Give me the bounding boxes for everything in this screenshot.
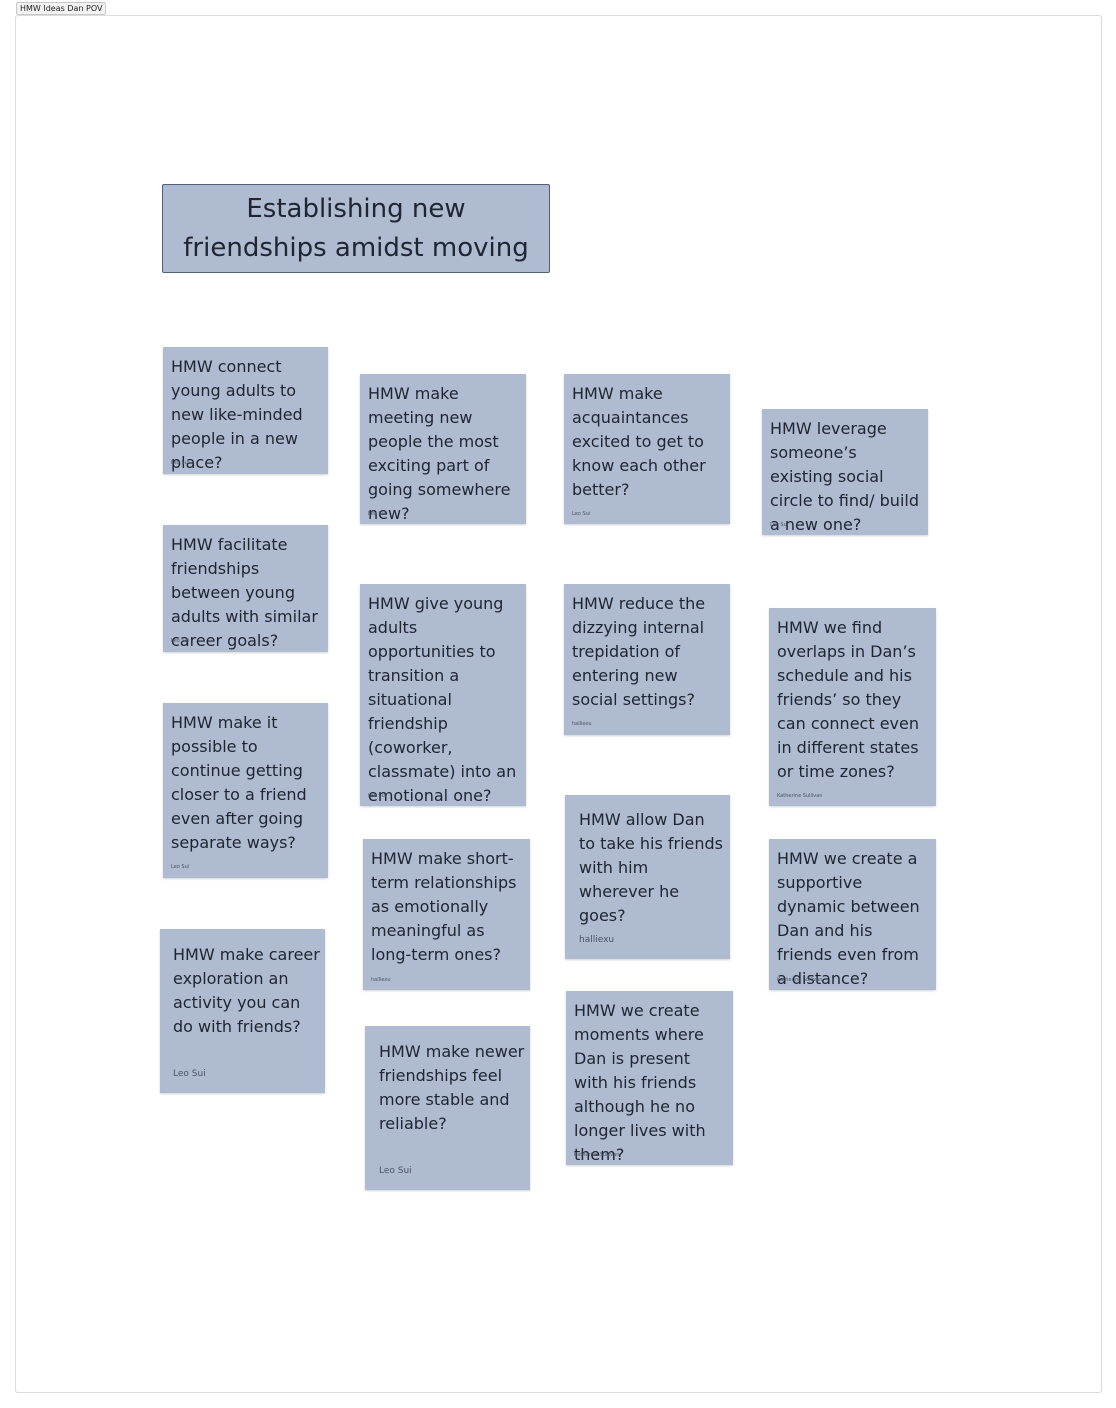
sticky-note[interactable]: HMW make newer friendships feel more sta… — [365, 1026, 530, 1190]
note-author: halliexu — [572, 721, 592, 727]
sticky-note[interactable]: HMW we create moments where Dan is prese… — [566, 991, 733, 1165]
sticky-note[interactable]: HMW connect young adults to new like-min… — [163, 347, 328, 474]
sticky-note[interactable]: HMW make short-term relationships as emo… — [363, 839, 530, 990]
note-text: HMW make it possible to continue getting… — [171, 713, 307, 852]
note-text: HMW make short-term relationships as emo… — [371, 849, 517, 964]
note-author: Leo Sui — [171, 460, 190, 466]
note-author: Leo Sui — [368, 793, 387, 799]
note-text: HMW we create a supportive dynamic betwe… — [777, 849, 920, 988]
note-author: Leo Sui — [368, 511, 387, 517]
sticky-note[interactable]: HMW leverage someone’s existing social c… — [762, 409, 928, 535]
sticky-note[interactable]: HMW make acquaintances excited to get to… — [564, 374, 730, 524]
frame-label[interactable]: HMW Ideas Dan POV — [16, 2, 107, 15]
sticky-note[interactable]: HMW we create a supportive dynamic betwe… — [769, 839, 936, 990]
note-text: HMW we find overlaps in Dan’s schedule a… — [777, 618, 919, 781]
note-author: Katherine Sullivan — [777, 977, 823, 983]
note-text: HMW make meeting new people the most exc… — [368, 384, 511, 523]
sticky-note[interactable]: HMW make career exploration an activity … — [160, 929, 325, 1093]
sticky-note[interactable]: HMW make meeting new people the most exc… — [360, 374, 526, 524]
note-text: HMW facilitate friendships between young… — [171, 535, 318, 650]
sticky-note[interactable]: HMW allow Dan to take his friends with h… — [565, 795, 730, 959]
note-author: halliexu — [371, 977, 391, 983]
header-note[interactable]: Establishing new friendships amidst movi… — [162, 184, 550, 273]
sticky-note[interactable]: HMW we find overlaps in Dan’s schedule a… — [769, 608, 936, 806]
note-author: Leo Sui — [173, 1069, 206, 1079]
note-text: HMW give young adults opportunities to t… — [368, 594, 517, 805]
sticky-note[interactable]: HMW facilitate friendships between young… — [163, 525, 328, 652]
note-text: HMW allow Dan to take his friends with h… — [579, 810, 723, 925]
sticky-note[interactable]: HMW make it possible to continue getting… — [163, 703, 328, 878]
note-text: HMW make acquaintances excited to get to… — [572, 384, 706, 499]
note-author: Leo Sui — [171, 638, 190, 644]
note-text: HMW reduce the dizzying internal trepida… — [572, 594, 706, 709]
note-author: Leo Sui — [770, 522, 789, 528]
sticky-note[interactable]: HMW give young adults opportunities to t… — [360, 584, 526, 806]
note-author: Katherine Sullivan — [574, 1152, 620, 1158]
note-author: Katherine Sullivan — [777, 793, 823, 799]
note-author: Leo Sui — [572, 511, 591, 517]
note-author: Leo Sui — [171, 864, 190, 870]
note-text: HMW make newer friendships feel more sta… — [379, 1042, 525, 1133]
sticky-note[interactable]: HMW reduce the dizzying internal trepida… — [564, 584, 730, 735]
note-author: halliexu — [579, 935, 615, 945]
note-text: HMW connect young adults to new like-min… — [171, 357, 303, 472]
note-text: HMW make career exploration an activity … — [173, 945, 320, 1036]
note-text: HMW we create moments where Dan is prese… — [574, 1001, 706, 1164]
note-author: Leo Sui — [379, 1166, 412, 1176]
note-text: HMW leverage someone’s existing social c… — [770, 419, 919, 534]
